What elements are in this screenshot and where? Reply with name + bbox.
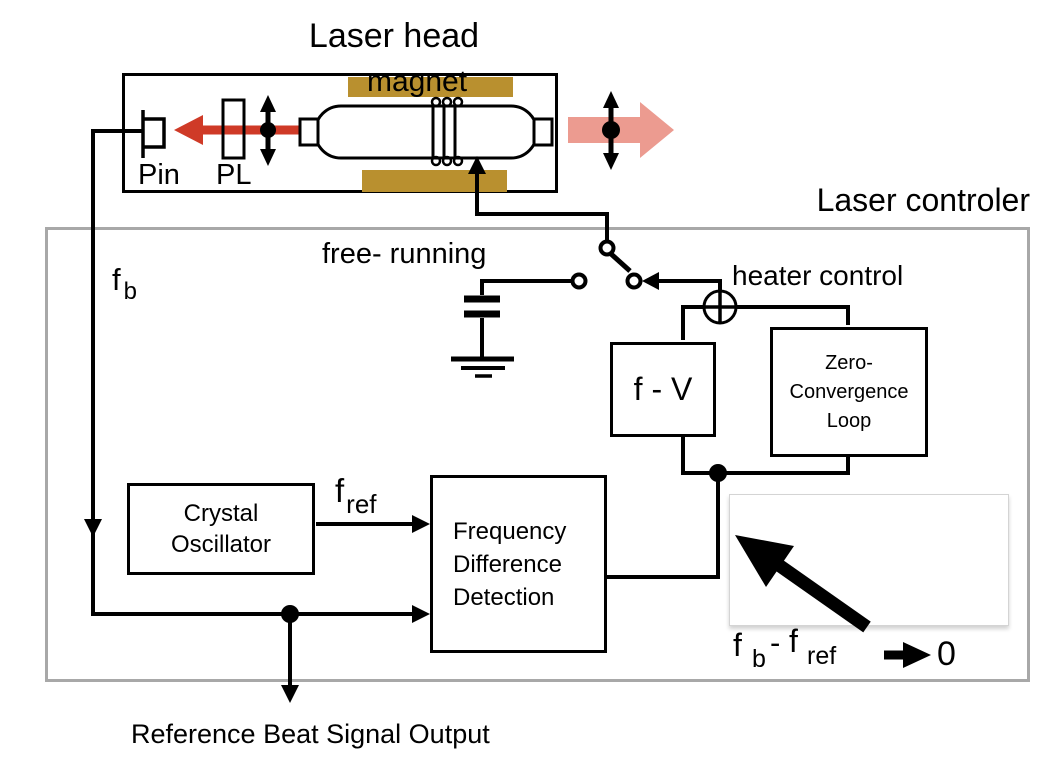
fref-sub: ref	[346, 489, 377, 519]
fb-label: f b	[112, 264, 137, 304]
formula-term1: f	[733, 627, 742, 663]
beam-arrowhead-icon	[174, 115, 203, 145]
pin-photodiode-icon	[141, 110, 166, 158]
ground-icon	[451, 356, 514, 378]
free-running-wire	[480, 279, 572, 295]
beat-signal-wire	[91, 129, 413, 616]
formula-term1-sub: b	[752, 645, 766, 673]
down-arrowhead-icon	[281, 685, 299, 703]
crystal-line: Oscillator	[170, 531, 272, 558]
crystal-line: Crystal	[183, 500, 259, 527]
crystal-oscillator-box: Crystal Oscillator	[127, 483, 315, 575]
magnet-bar-bottom	[362, 170, 507, 192]
annotation-arrow-icon	[735, 535, 871, 633]
pl-polarizer-icon	[221, 98, 246, 160]
formula-term2-sub: ref	[807, 642, 837, 670]
tends-to-arrow-icon	[884, 642, 931, 668]
fref-label: f ref	[335, 474, 377, 517]
laser-head-title: Laser head	[308, 17, 480, 55]
fv-converter-label: f - V	[633, 371, 693, 407]
fb-main: f	[112, 262, 121, 297]
down-arrowhead-icon	[84, 519, 102, 537]
heater-control-label: heater control	[732, 260, 904, 291]
formula-result: 0	[937, 635, 956, 673]
zcl-line: Zero-	[825, 351, 873, 374]
output-beam-arrow-icon	[568, 102, 674, 158]
battery-icon	[464, 295, 500, 318]
heater-coil-icon	[430, 96, 464, 167]
formula-term2: f	[789, 623, 798, 659]
free-running-label: free- running	[322, 238, 487, 270]
fv-converter-box: f - V	[610, 342, 716, 437]
magnet-label: magnet	[367, 65, 468, 98]
frequency-difference-detection-box: Frequency Difference Detection	[430, 475, 607, 653]
fdd-line: Difference	[453, 550, 562, 578]
tube-cap-left	[298, 117, 320, 147]
switch-common-contact	[598, 239, 616, 257]
right-arrowhead-icon	[412, 605, 430, 623]
heater-control-wire	[659, 279, 722, 290]
right-arrowhead-icon	[412, 515, 430, 533]
polarization-arrow-output-icon	[602, 91, 620, 170]
fdd-line: Frequency	[453, 517, 567, 545]
mode-switch-icon[interactable]	[570, 239, 643, 290]
fb-sub: b	[123, 278, 137, 305]
left-arrowhead-icon	[642, 272, 659, 290]
fdd-output-wire	[607, 473, 720, 579]
formula-minus: -	[770, 625, 781, 660]
magnet-bar-top	[348, 77, 513, 97]
pin-label: Pin	[138, 159, 180, 191]
polarization-arrow-internal-icon	[260, 95, 276, 166]
switch-free-running-contact	[570, 272, 588, 290]
sum-to-zcl-wire	[736, 305, 850, 325]
feedback-bus-wire	[681, 436, 850, 475]
zcl-line: Convergence	[789, 380, 909, 403]
switch-lever[interactable]	[608, 251, 632, 273]
zero-convergence-loop-box: Zero- Convergence Loop	[770, 327, 928, 457]
laser-controller-title: Laser controler	[816, 182, 1030, 218]
up-arrowhead-icon	[468, 156, 486, 174]
switch-heater-contact	[625, 272, 643, 290]
fdd-line: Detection	[453, 583, 555, 611]
fref-main: f	[335, 472, 345, 509]
zcl-line: Loop	[826, 409, 872, 432]
tube-cap-right	[532, 117, 554, 147]
sum-to-fv-wire	[681, 305, 704, 340]
reference-output-label: Reference Beat Signal Output	[131, 719, 490, 749]
coil-control-wire	[475, 164, 609, 242]
pl-label: PL	[216, 159, 252, 191]
laser-tube	[313, 104, 539, 160]
summing-junction-icon	[702, 289, 738, 325]
